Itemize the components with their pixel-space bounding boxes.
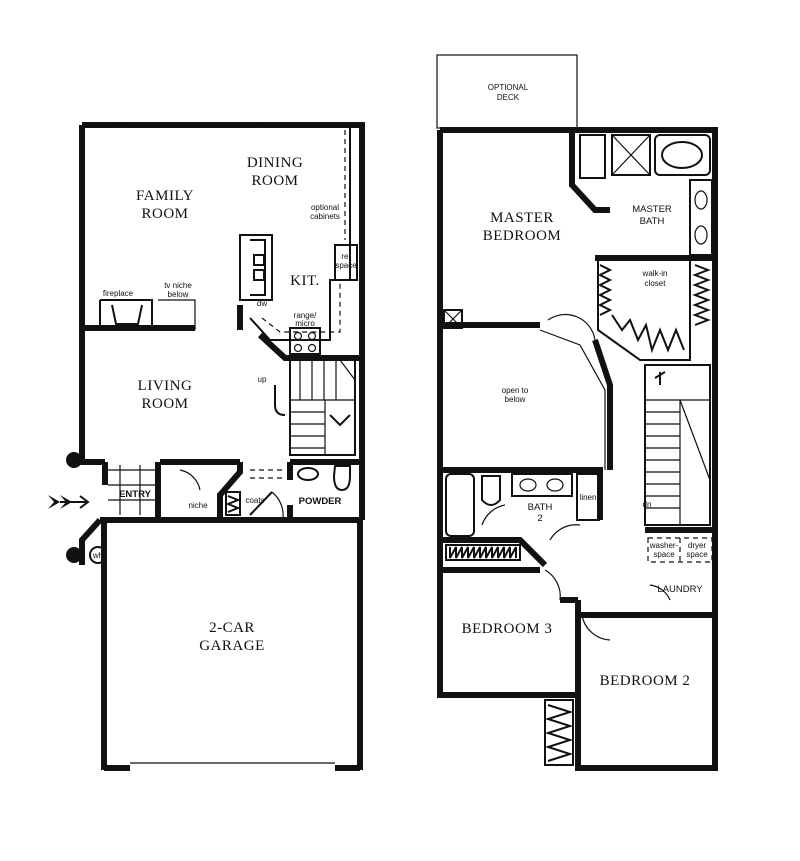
sink xyxy=(694,190,708,210)
walk-in-closet-shelving xyxy=(597,260,711,361)
door-swing xyxy=(581,614,611,641)
coat-hangers xyxy=(225,495,241,513)
stairs-down-label: dn xyxy=(643,500,652,509)
washer-space-label: washer-space xyxy=(649,541,679,559)
open-to-below-rail xyxy=(539,329,606,470)
powder-walls xyxy=(217,459,362,520)
sink xyxy=(519,478,537,492)
water-heater-label: wh xyxy=(92,551,103,560)
second-floor-outer-wall xyxy=(437,127,718,771)
niche-label: niche xyxy=(188,501,208,510)
entry-label: ENTRY xyxy=(119,489,152,500)
washer-dryer-space xyxy=(647,537,713,563)
lavatory xyxy=(297,467,319,481)
bedroom-3-wall xyxy=(440,567,578,603)
stairs-up-label: up xyxy=(258,375,267,384)
water-heater xyxy=(89,546,107,564)
bedroom-2-label: BEDROOM 2 xyxy=(600,673,691,689)
sink-bowl xyxy=(253,269,265,281)
bathtub xyxy=(654,134,711,176)
shower-x xyxy=(611,134,651,176)
entry-walls xyxy=(79,462,161,565)
shelf xyxy=(250,469,285,479)
box-x xyxy=(443,309,463,329)
bedroom-3-label: BEDROOM 3 xyxy=(462,621,553,637)
bedroom-2-closet xyxy=(544,699,574,766)
linen-label: linen xyxy=(580,493,597,502)
garage-walls xyxy=(100,517,363,771)
powder-label: POWDER xyxy=(299,496,342,507)
refrigerator-space xyxy=(334,244,358,281)
coat-closet xyxy=(225,491,241,516)
range-burners xyxy=(293,331,317,353)
range-micro-label: range/micro xyxy=(294,311,317,328)
hose-bib xyxy=(66,547,82,563)
dishwasher-label: dw xyxy=(257,299,267,308)
toilet xyxy=(332,465,351,492)
sink-bowl xyxy=(253,254,265,266)
bath-2-vanity xyxy=(511,473,573,497)
kitchen-stair-wall xyxy=(257,332,362,361)
coat-door xyxy=(249,491,273,516)
first-floor-outer-wall xyxy=(79,122,365,520)
master-bath-wall xyxy=(569,130,610,213)
sink xyxy=(546,478,564,492)
coats-label: coats xyxy=(245,496,264,505)
upper-cabinets xyxy=(261,280,341,333)
bath-2-tub xyxy=(445,473,475,537)
door-swing xyxy=(649,584,671,601)
entry-arrow-icon xyxy=(48,495,90,509)
fireplace-label: fireplace xyxy=(103,289,134,298)
door-swing xyxy=(549,524,581,541)
master-bedroom-wall xyxy=(440,322,613,470)
hose-bib xyxy=(66,452,82,468)
kitchen-island xyxy=(239,234,273,301)
first-floor-stairs xyxy=(274,359,356,456)
tub-basin xyxy=(661,141,703,169)
kitchen-label: KIT. xyxy=(290,273,320,289)
entry-tile xyxy=(108,465,155,515)
shower xyxy=(611,134,651,176)
range xyxy=(289,327,321,355)
window xyxy=(119,122,261,128)
door-swing xyxy=(271,491,284,519)
entry-door-swing xyxy=(179,469,201,491)
bath-2-toilet xyxy=(481,475,501,506)
door-swing xyxy=(544,569,561,601)
linen-box xyxy=(443,309,463,329)
kitchen-counter xyxy=(249,125,351,341)
fireplace xyxy=(99,299,153,326)
bedroom-3-closet xyxy=(445,544,521,561)
door-swing xyxy=(481,504,506,526)
linen-closet xyxy=(576,473,600,521)
master-toilet xyxy=(579,134,606,179)
sink xyxy=(694,225,708,245)
laundry-label: LAUNDRY xyxy=(657,584,703,595)
second-floor-stairs xyxy=(644,364,711,526)
tv-niche xyxy=(158,299,196,330)
door-swing xyxy=(547,313,596,341)
